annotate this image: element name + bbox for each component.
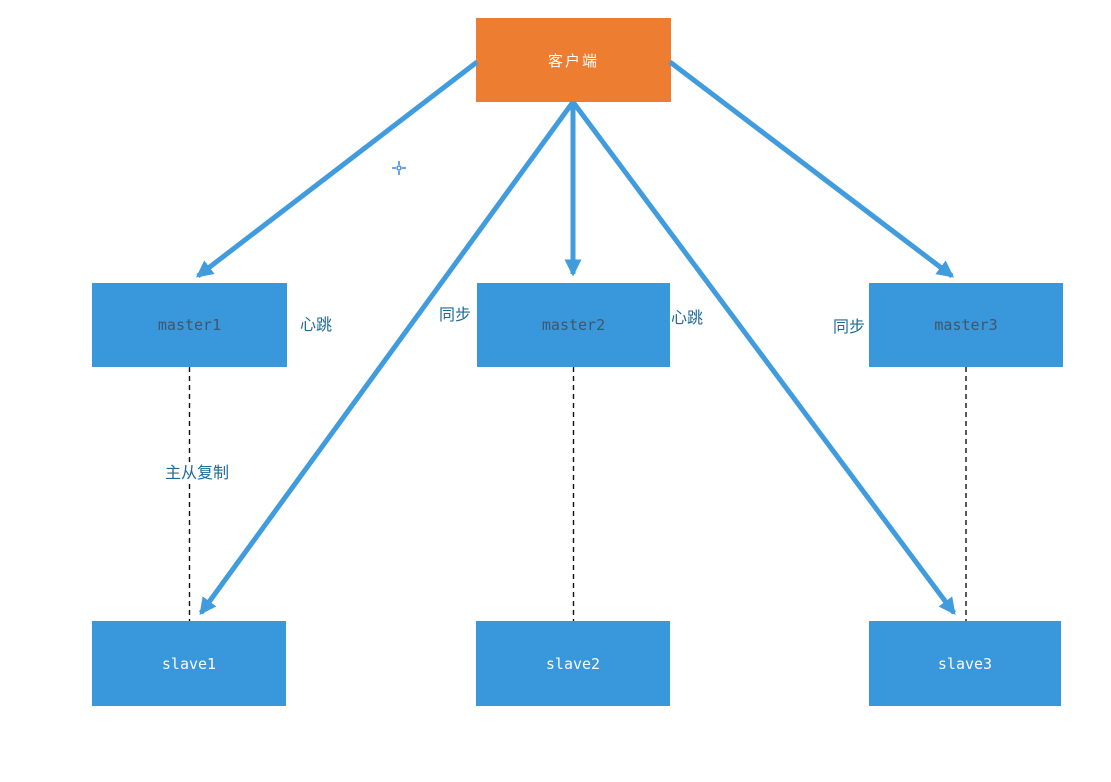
node-master2-label: master2 xyxy=(541,316,606,334)
node-slave1[interactable]: slave1 xyxy=(92,621,286,706)
node-master1-label: master1 xyxy=(157,316,222,334)
node-master3[interactable]: master3 xyxy=(869,283,1063,367)
edge-client-master3 xyxy=(668,60,955,278)
node-slave3[interactable]: slave3 xyxy=(869,621,1061,706)
connection-point-crosshair-icon xyxy=(392,161,406,175)
edge-label-replication: 主从复制 xyxy=(163,464,231,484)
node-master2[interactable]: master2 xyxy=(477,283,670,367)
node-slave1-label: slave1 xyxy=(161,654,217,673)
edge-label-heartbeat-left: 心跳 xyxy=(298,316,334,336)
node-client-label: 客户端 xyxy=(547,52,599,70)
node-client[interactable]: 客户端 xyxy=(476,18,671,102)
node-slave2-label: slave2 xyxy=(545,654,601,673)
node-master1[interactable]: master1 xyxy=(92,283,287,367)
edge-client-master1 xyxy=(195,60,479,278)
edge-label-heartbeat-right: 心跳 xyxy=(669,309,705,329)
edge-label-sync-left: 同步 xyxy=(437,306,473,326)
edge-label-sync-right: 同步 xyxy=(831,318,867,338)
node-master3-label: master3 xyxy=(934,316,998,334)
node-slave3-label: slave3 xyxy=(937,654,993,673)
node-slave2[interactable]: slave2 xyxy=(476,621,670,706)
